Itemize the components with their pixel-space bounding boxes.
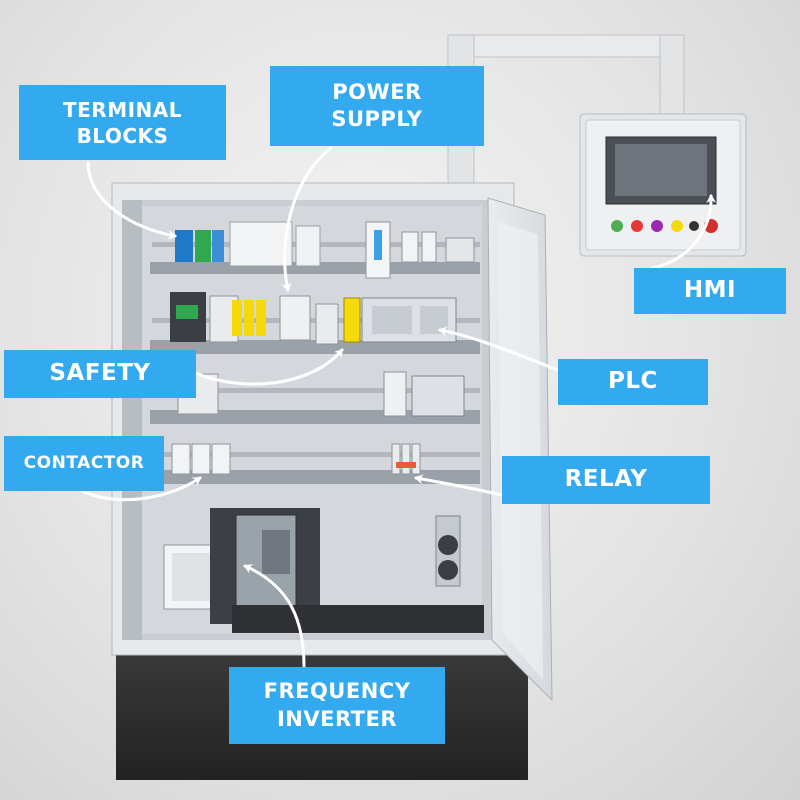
interface-relays: [391, 443, 421, 475]
label-frequency-inverter: FREQUENCY INVERTER: [229, 667, 445, 744]
contactor-bank: [171, 443, 231, 475]
arrow-power-supply: [281, 146, 333, 292]
motor-protection: [435, 515, 461, 587]
hmi-button: [651, 220, 663, 232]
label-hmi-text: HMI: [683, 277, 737, 304]
label-contactor-text: CONTACTOR: [23, 453, 145, 474]
safety-relay: [315, 297, 361, 345]
hmi-button: [631, 220, 643, 232]
label-power-supply: POWER SUPPLY: [270, 66, 484, 146]
label-safety: SAFETY: [4, 350, 196, 398]
label-hmi: HMI: [634, 268, 786, 314]
breaker-row3: [177, 371, 465, 417]
arrow-relay: [414, 474, 504, 497]
arrow-terminal-blocks: [86, 161, 177, 240]
label-contactor: CONTACTOR: [4, 436, 164, 491]
label-terminal-blocks-line1: TERMINAL: [62, 97, 182, 122]
plc-unit: [361, 297, 457, 343]
label-terminal-blocks-line2: BLOCKS: [76, 123, 169, 148]
label-power-supply-line1: POWER: [332, 79, 422, 104]
bottom-cable-duct: [232, 605, 484, 633]
label-plc-text: PLC: [608, 368, 658, 395]
hmi-panel: [579, 113, 747, 257]
label-relay: RELAY: [502, 456, 710, 504]
hmi-button: [611, 220, 623, 232]
terminal-block-row: [175, 221, 321, 267]
label-frequency-inverter-line2: INVERTER: [276, 706, 398, 731]
arrow-contactor: [80, 476, 202, 502]
relay-bank-top: [401, 231, 475, 263]
arrow-frequency-inverter: [243, 564, 306, 669]
label-frequency-inverter-line1: FREQUENCY: [263, 679, 411, 704]
label-safety-text: SAFETY: [49, 360, 151, 387]
label-plc: PLC: [558, 359, 708, 405]
arrow-hmi: [650, 194, 717, 270]
label-terminal-blocks: TERMINAL BLOCKS: [19, 85, 226, 160]
arrow-safety: [194, 348, 344, 386]
label-power-supply-line2: SUPPLY: [331, 107, 423, 131]
arrow-plc: [438, 326, 560, 372]
hmi-button: [689, 221, 699, 231]
contactor-group-row2: [170, 292, 311, 343]
hmi-button: [671, 220, 683, 232]
power-supply-unit: [365, 221, 391, 279]
label-relay-text: RELAY: [564, 466, 648, 493]
